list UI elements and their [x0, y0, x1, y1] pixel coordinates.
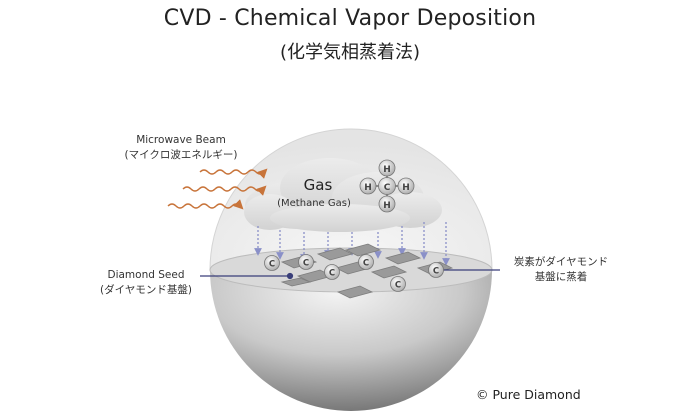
carbon-atom: C: [264, 255, 280, 271]
svg-text:C: C: [433, 267, 439, 277]
carbon-atom-center: C: [378, 177, 396, 195]
deposition-arrows: [254, 222, 450, 266]
svg-text:H: H: [383, 165, 391, 175]
carbon-atom: C: [358, 254, 374, 270]
carbon-atom: C: [298, 254, 314, 270]
gas-sublabel: (Methane Gas): [277, 198, 351, 209]
hydrogen-atom-right: H: [397, 177, 415, 195]
microwave-beams: [167, 168, 268, 210]
svg-text:C: C: [395, 281, 401, 291]
microwave-label-ja: (マイクロ波エネルギー): [124, 149, 238, 161]
svg-text:C: C: [269, 260, 275, 270]
diagram-title: CVD - Chemical Vapor Deposition: [163, 6, 537, 31]
svg-text:C: C: [384, 183, 391, 193]
hydrogen-atom-bottom: H: [378, 195, 396, 213]
deposition-label-line2: 基盤に蒸着: [534, 271, 588, 283]
deposition-label: 炭素がダイヤモンド 基盤に蒸着: [502, 255, 620, 285]
deposited-carbon-atoms: C C C C C C: [264, 254, 444, 292]
gas-cloud: [244, 158, 442, 232]
gas-label: Gas: [304, 176, 333, 194]
methane-molecule: H H H H C: [359, 159, 415, 213]
microwave-label: Microwave Beam (マイクロ波エネルギー): [116, 133, 246, 163]
svg-text:H: H: [383, 201, 391, 211]
svg-text:H: H: [364, 183, 372, 193]
svg-text:C: C: [363, 259, 369, 269]
carbon-atom: C: [390, 276, 406, 292]
deposition-label-line1: 炭素がダイヤモンド: [513, 256, 609, 268]
diagram-subtitle: (化学気相蒸着法): [279, 42, 421, 63]
hydrogen-atom-left: H: [359, 177, 377, 195]
diamond-seed-label-en: Diamond Seed: [107, 269, 185, 281]
diamond-seed-label: Diamond Seed (ダイヤモンド基盤): [86, 268, 206, 298]
microwave-label-en: Microwave Beam: [136, 134, 226, 146]
diamond-seed-label-ja: (ダイヤモンド基盤): [100, 284, 192, 296]
hydrogen-atom-top: H: [378, 159, 396, 177]
svg-text:C: C: [329, 269, 335, 279]
carbon-atom: C: [428, 262, 444, 278]
copyright-text: © Pure Diamond: [476, 387, 581, 402]
carbon-atom: C: [324, 264, 340, 280]
svg-text:C: C: [303, 259, 309, 269]
chamber-base: [210, 270, 492, 411]
svg-text:H: H: [402, 183, 410, 193]
